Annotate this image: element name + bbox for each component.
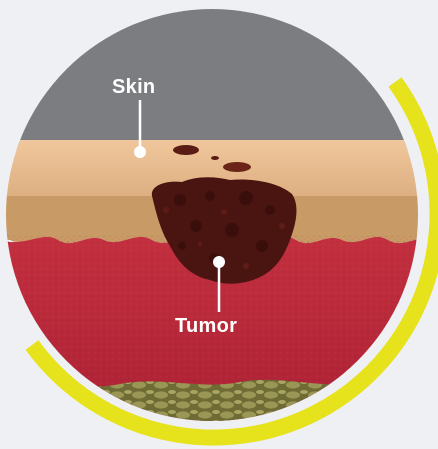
tumor-label: Tumor: [175, 315, 237, 338]
skin-label: Skin: [112, 76, 155, 99]
fat-layer: [0, 380, 438, 449]
surface-lesion: [211, 156, 219, 160]
tumor-pointer-dot: [213, 256, 225, 268]
air-region: [0, 0, 438, 150]
surface-lesion: [173, 145, 199, 155]
skin-pointer-dot: [134, 146, 146, 158]
surface-lesion: [223, 162, 251, 172]
